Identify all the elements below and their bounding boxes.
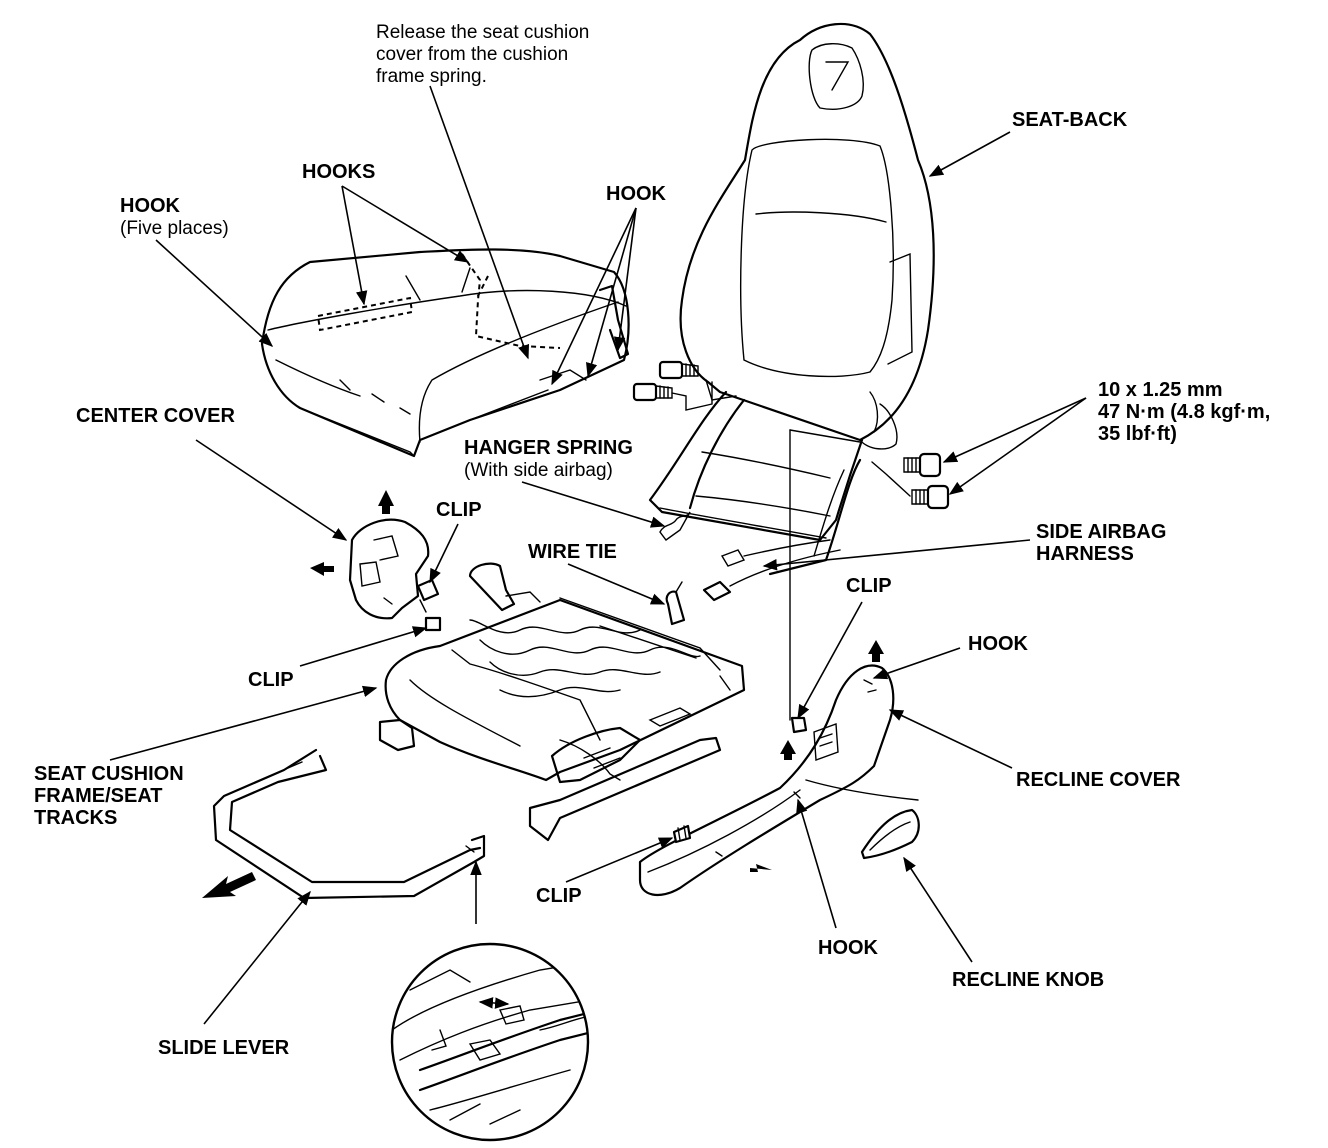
bolt-icon	[903, 452, 942, 478]
seat-cushion-frame-part	[378, 562, 746, 842]
arrow-icon	[750, 864, 772, 872]
release-note-line-1: Release the seat cushion	[376, 22, 589, 43]
arrow-icon	[780, 740, 796, 760]
seat-back-frame	[648, 379, 864, 576]
label-clip-left: CLIP	[248, 669, 294, 691]
recline-knob-part	[860, 808, 920, 860]
hanger-spring-part	[659, 511, 691, 541]
seat-cushion-part	[260, 248, 630, 458]
magnifier-detail-icon	[390, 942, 590, 1142]
slide-lever-part	[212, 748, 486, 900]
label-hook-five: HOOK	[120, 195, 181, 217]
label-hanger-spring: HANGER SPRING	[464, 437, 633, 459]
release-note-line-3: frame spring.	[376, 66, 487, 87]
label-side-airbag-harness-2: HARNESS	[1036, 543, 1134, 565]
label-wire-tie: WIRE TIE	[528, 541, 617, 563]
label-hook-bottom: HOOK	[818, 937, 879, 959]
label-five-places: (Five places)	[120, 218, 229, 239]
side-airbag-harness-part	[702, 539, 841, 602]
leader-lines	[109, 85, 1087, 1025]
recline-cover-part	[638, 664, 919, 897]
label-seat-back: SEAT-BACK	[1012, 109, 1128, 131]
clip-icon	[416, 578, 440, 613]
label-torque-line-3: 35 lbf·ft)	[1098, 423, 1177, 445]
label-hook-recline: HOOK	[968, 633, 1029, 655]
center-cover-part	[348, 518, 430, 620]
label-torque-line-1: 10 x 1.25 mm	[1098, 379, 1223, 401]
label-clip-bottom: CLIP	[536, 885, 582, 907]
arrow-icon	[868, 640, 884, 662]
bolt-icon	[632, 382, 673, 402]
arrow-icon	[378, 490, 394, 514]
label-clip-upper: CLIP	[436, 499, 482, 521]
clip-icon	[424, 616, 442, 632]
bolt-icon	[911, 484, 950, 510]
label-center-cover: CENTER COVER	[76, 405, 235, 427]
arrow-icon	[202, 872, 256, 898]
seat-back-part	[679, 22, 935, 450]
label-seat-cushion-frame-1: SEAT CUSHION	[34, 763, 184, 785]
arrow-icon	[310, 562, 334, 576]
label-hook-top: HOOK	[606, 183, 667, 205]
label-seat-cushion-frame-2: FRAME/SEAT	[34, 785, 163, 807]
clip-icon	[672, 824, 692, 844]
label-side-airbag-harness-1: SIDE AIRBAG	[1036, 521, 1166, 543]
label-slide-lever: SLIDE LEVER	[158, 1037, 290, 1059]
label-seat-cushion-frame-3: TRACKS	[34, 807, 117, 829]
label-hooks: HOOKS	[302, 161, 375, 183]
label-with-side-airbag: (With side airbag)	[464, 460, 613, 481]
bolt-icon	[658, 360, 699, 380]
label-clip-right: CLIP	[846, 575, 892, 597]
wire-tie-part	[665, 581, 686, 626]
clip-icon	[790, 716, 808, 734]
label-recline-knob: RECLINE KNOB	[952, 969, 1104, 991]
label-torque-line-2: 47 N·m (4.8 kgf·m,	[1098, 401, 1270, 423]
release-note-line-2: cover from the cushion	[376, 44, 568, 65]
label-recline-cover: RECLINE COVER	[1016, 769, 1181, 791]
